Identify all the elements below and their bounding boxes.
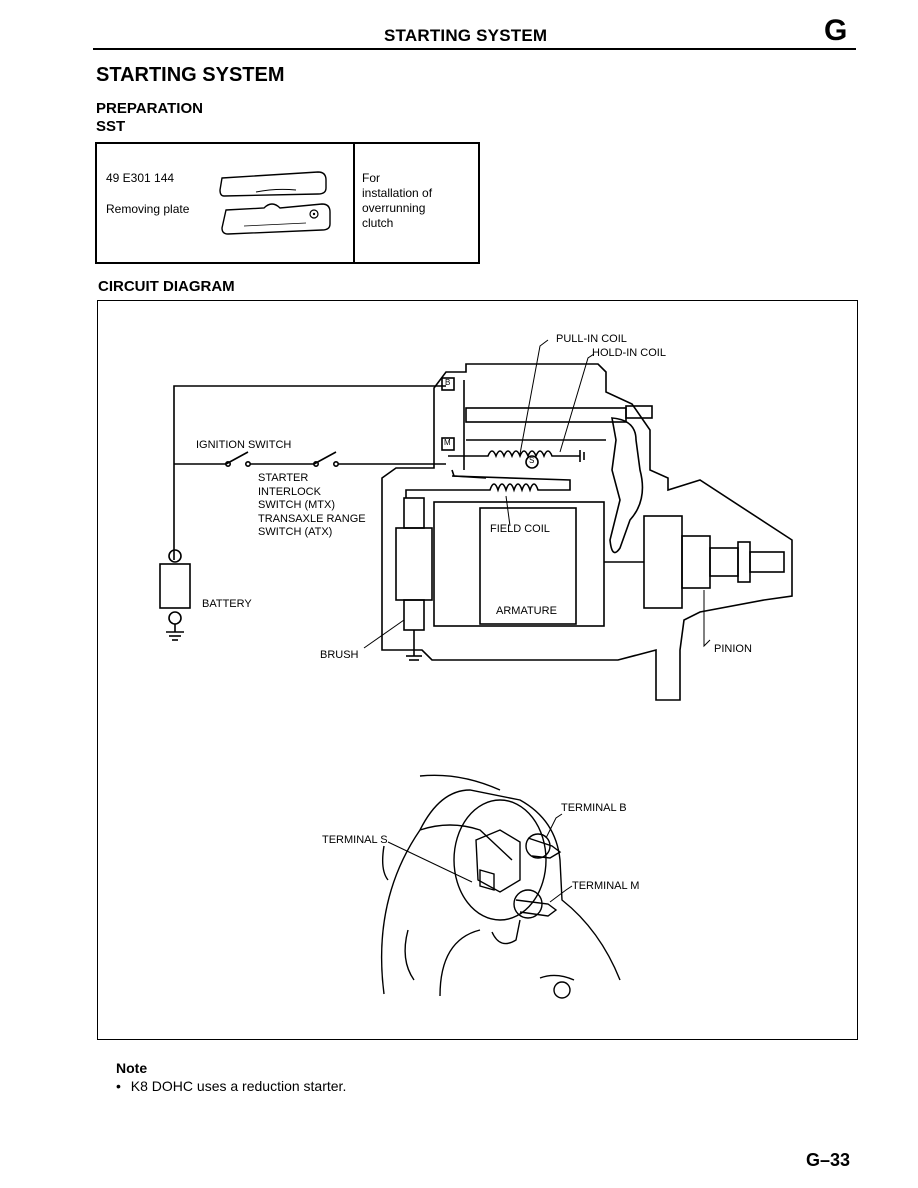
preparation-heading: PREPARATION xyxy=(96,100,203,117)
removing-plate-image xyxy=(219,171,331,235)
s-terminal-mark: S xyxy=(529,456,535,465)
terminal-b-box-label: B xyxy=(445,378,451,387)
header-rule xyxy=(93,48,856,50)
label-brush: BRUSH xyxy=(320,649,359,661)
label-armature: ARMATURE xyxy=(496,605,557,617)
label-pull-in-coil: PULL-IN COIL xyxy=(556,333,627,345)
tool-purpose: For installation of overrunning clutch xyxy=(362,171,432,231)
interlock-line: SWITCH (MTX) xyxy=(258,499,335,511)
tool-purpose-line: installation of xyxy=(362,186,433,200)
label-terminal-s: TERMINAL S xyxy=(322,834,388,846)
label-interlock-switch: STARTER INTERLOCK SWITCH (MTX) TRANSAXLE… xyxy=(258,472,366,540)
page-number: G–33 xyxy=(806,1150,851,1170)
tool-name: Removing plate xyxy=(106,202,190,216)
circuit-heading: CIRCUIT DIAGRAM xyxy=(98,278,235,295)
label-terminal-b: TERMINAL B xyxy=(561,802,627,814)
note-item: • K8 DOHC uses a reduction starter. xyxy=(116,1078,346,1094)
sst-table xyxy=(95,142,480,264)
label-battery: BATTERY xyxy=(202,598,252,610)
interlock-line: STARTER xyxy=(258,472,309,484)
tool-purpose-line: overrunning xyxy=(362,201,426,215)
note-heading: Note xyxy=(116,1060,148,1076)
tool-purpose-line: For xyxy=(362,171,380,185)
interlock-line: INTERLOCK xyxy=(258,485,321,498)
label-hold-in-coil: HOLD-IN COIL xyxy=(592,347,666,359)
label-field-coil: FIELD COIL xyxy=(490,523,550,535)
sst-table-divider xyxy=(353,142,355,262)
tool-number: 49 E301 144 xyxy=(106,171,175,185)
terminal-m-box-label: M xyxy=(444,438,451,447)
label-ignition-switch: IGNITION SWITCH xyxy=(196,439,292,451)
circuit-diagram-frame xyxy=(97,300,858,1040)
interlock-line: SWITCH (ATX) xyxy=(258,526,333,538)
page-title: STARTING SYSTEM xyxy=(96,64,285,86)
sst-heading: SST xyxy=(96,118,126,135)
label-pinion: PINION xyxy=(714,643,752,655)
note-text: K8 DOHC uses a reduction starter. xyxy=(130,1078,347,1094)
interlock-line: TRANSAXLE RANGE xyxy=(258,512,366,525)
header-title: STARTING SYSTEM xyxy=(384,26,548,45)
bullet-icon: • xyxy=(116,1078,121,1094)
section-letter: G xyxy=(824,14,848,47)
tool-purpose-line: clutch xyxy=(362,216,394,230)
label-terminal-m: TERMINAL M xyxy=(572,880,640,892)
